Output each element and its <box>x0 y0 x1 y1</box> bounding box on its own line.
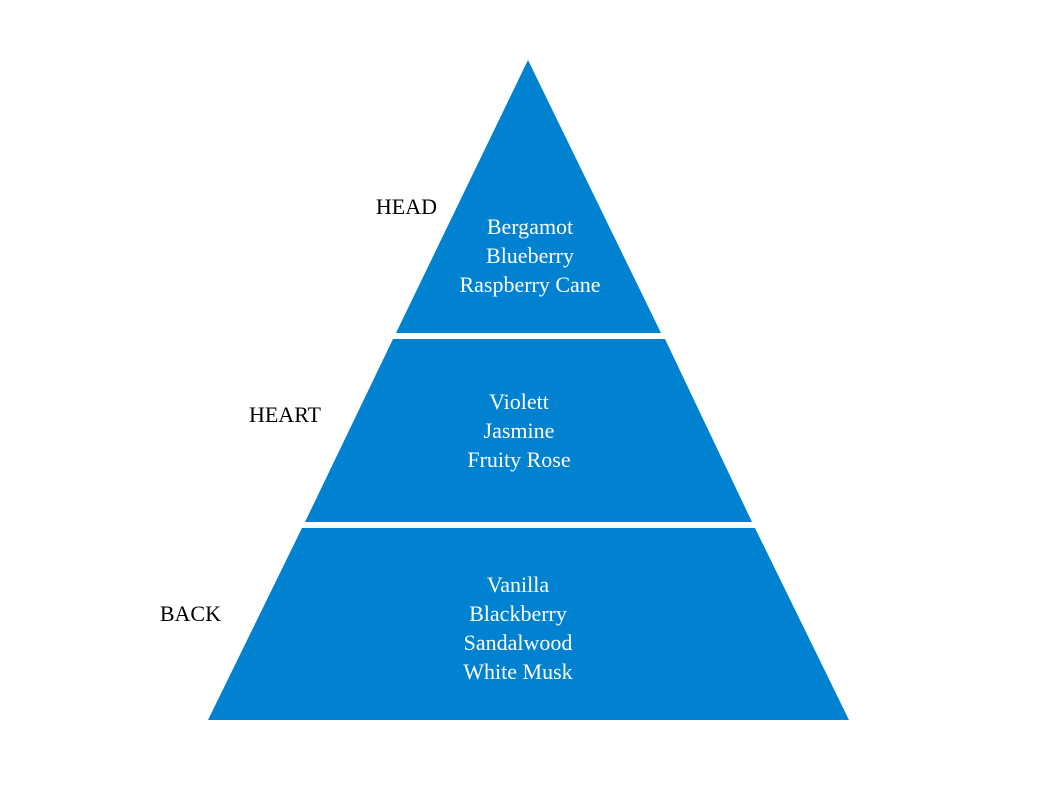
tier-label-back: BACK <box>160 601 221 626</box>
pyramid-tier-heart <box>305 339 752 522</box>
note-heart-2: Jasmine <box>484 418 555 443</box>
note-back-2: Blackberry <box>469 601 567 626</box>
note-heart-1: Violett <box>489 389 549 414</box>
pyramid-tier-head <box>396 60 661 333</box>
note-head-3: Raspberry Cane <box>459 272 600 297</box>
note-back-4: White Musk <box>463 659 572 684</box>
note-head-1: Bergamot <box>487 214 573 239</box>
note-heart-3: Fruity Rose <box>467 447 570 472</box>
tier-label-heart: HEART <box>249 402 322 427</box>
note-head-2: Blueberry <box>486 243 574 268</box>
note-back-1: Vanilla <box>487 572 550 597</box>
note-back-3: Sandalwood <box>464 630 573 655</box>
pyramid-tier-back <box>208 528 849 720</box>
tier-label-head: HEAD <box>376 194 437 219</box>
